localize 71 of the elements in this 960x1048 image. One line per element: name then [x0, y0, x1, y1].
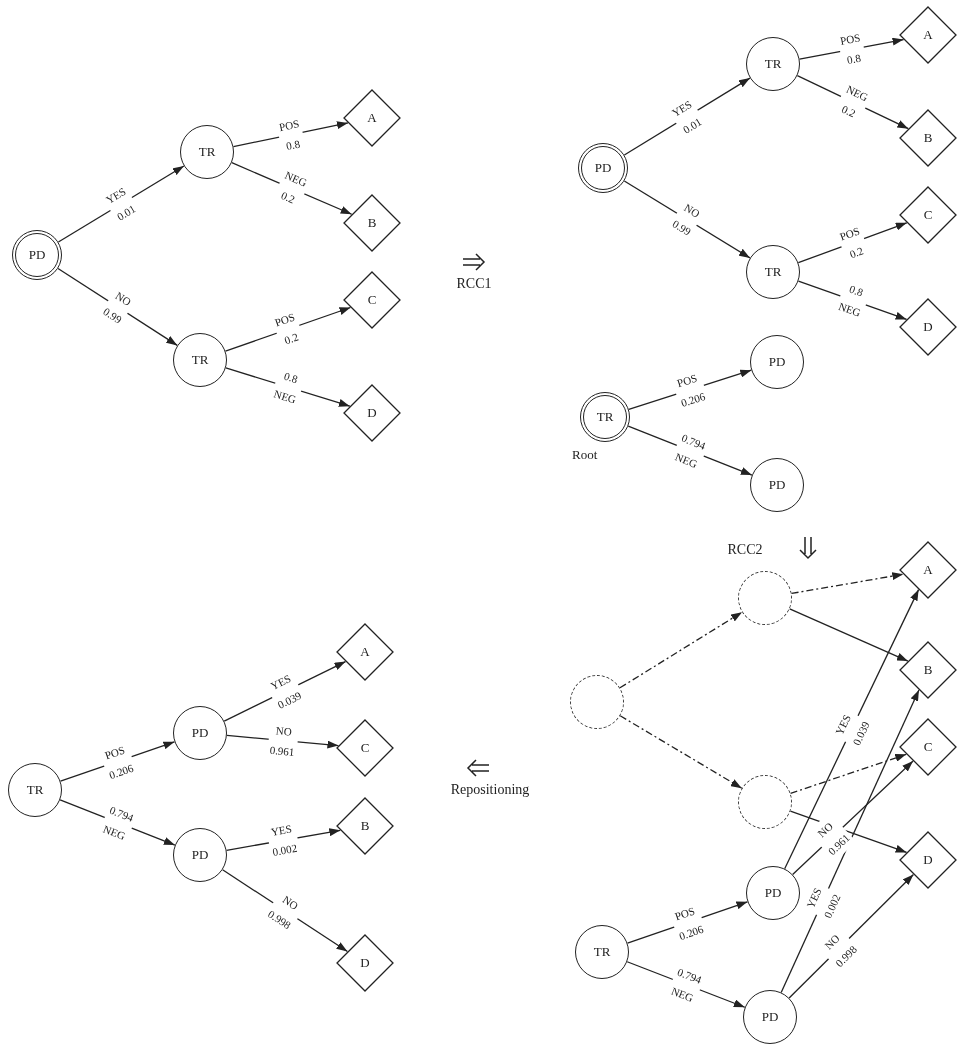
node-label: D [367, 406, 377, 420]
outcome-diamond [899, 541, 957, 599]
chance-circle [180, 125, 234, 179]
transform-step-label: RCC2 [727, 542, 763, 558]
node-label: TR [198, 145, 216, 159]
arrow [784, 588, 920, 870]
node-label: TR [26, 783, 44, 797]
node-label: PD [191, 848, 209, 862]
node-label: D [360, 956, 370, 970]
outcome-diamond [343, 271, 401, 329]
node-label: TR [596, 410, 614, 424]
node-label: C [360, 741, 370, 755]
outcome-diamond [336, 719, 394, 777]
chance-circle [750, 335, 804, 389]
node-label: D [923, 853, 933, 867]
arrow [789, 608, 909, 662]
outcome-diamond [899, 641, 957, 699]
chance-circle [746, 866, 800, 920]
node-label: B [923, 131, 933, 145]
chance-circle [746, 37, 800, 91]
node-label: C [923, 740, 933, 754]
outcome-diamond [899, 6, 957, 64]
node-label: PD [764, 886, 782, 900]
arrow [790, 572, 904, 595]
node-label: D [923, 320, 933, 334]
node-label: TR [764, 57, 782, 71]
outcome-diamond [899, 109, 957, 167]
outcome-diamond [343, 89, 401, 147]
outcome-diamond [899, 718, 957, 776]
chance-circle [173, 706, 227, 760]
chance-circle [575, 925, 629, 979]
node-label: A [923, 28, 933, 42]
node-label: B [923, 663, 933, 677]
transform-step-label: RCC1 [456, 276, 492, 292]
node-label: C [367, 293, 377, 307]
outcome-diamond [899, 298, 957, 356]
root-circle [12, 230, 62, 280]
node-label: B [367, 216, 377, 230]
chance-circle [8, 763, 62, 817]
outcome-diamond [343, 194, 401, 252]
node-label: B [360, 819, 370, 833]
node-label: PD [768, 355, 786, 369]
node-label: A [360, 645, 370, 659]
node-label: A [367, 111, 377, 125]
outcome-diamond [899, 831, 957, 889]
node-label: TR [764, 265, 782, 279]
node-label: PD [761, 1010, 779, 1024]
chance-circle [743, 990, 797, 1044]
node-label: C [923, 208, 933, 222]
arrow [619, 715, 743, 789]
root-circle [578, 143, 628, 193]
node-label: PD [28, 248, 46, 262]
arrow [619, 611, 743, 689]
chance-circle [750, 458, 804, 512]
node-label: A [923, 563, 933, 577]
node-label: PD [768, 478, 786, 492]
arrow [789, 753, 907, 794]
outcome-diamond [336, 934, 394, 992]
outcome-diamond [336, 623, 394, 681]
outcome-diamond [343, 384, 401, 442]
outcome-diamond [336, 797, 394, 855]
outcome-diamond [899, 186, 957, 244]
node-label: TR [593, 945, 611, 959]
chance-circle [173, 333, 227, 387]
node-caption: Root [572, 448, 598, 462]
node-label: PD [594, 161, 612, 175]
chance-circle [173, 828, 227, 882]
chance-circle [746, 245, 800, 299]
node-label: PD [191, 726, 209, 740]
node-label: TR [191, 353, 209, 367]
transform-step-label: Repositioning [450, 782, 530, 798]
